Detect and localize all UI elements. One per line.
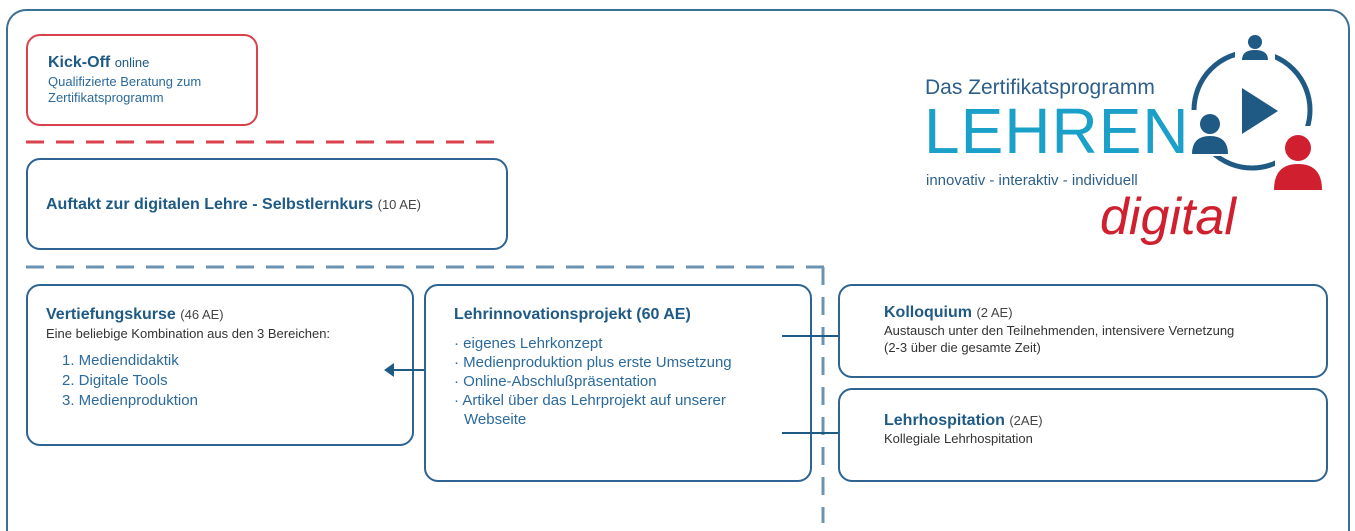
logo-tagline: innovativ - interaktiv - individuell [926, 172, 1138, 189]
vertiefung-box: Vertiefungskurse (46 AE) Eine beliebige … [26, 284, 414, 446]
hospitation-box: Lehrhospitation (2AE) Kollegiale Lehrhos… [838, 388, 1328, 482]
kolloquium-line2: (2-3 über die gesamte Zeit) [884, 340, 1041, 355]
hospitation-title: Lehrhospitation [884, 412, 1005, 429]
kickoff-title: Kick-Off [48, 54, 111, 71]
projekt-item: Artikel über das Lehrprojekt auf unserer [454, 391, 800, 410]
kickoff-mode: online [114, 55, 150, 70]
kolloquium-box: Kolloquium (2 AE) Austausch unter den Te… [838, 284, 1328, 378]
auftakt-box: Auftakt zur digitalen Lehre - Selbstlern… [26, 158, 508, 250]
area-item: 2. Digitale Tools [62, 372, 168, 389]
logo-digital: digital [1100, 188, 1236, 246]
separator-blue-dashed [26, 265, 825, 523]
projekt-title: Lehrinnovationsprojekt (60 AE) [454, 306, 691, 323]
projekt-item-cont: Webseite [464, 411, 527, 428]
kickoff-box: Kick-Off online Qualifizierte Beratung z… [26, 34, 258, 126]
auftakt-units: (10 AE) [377, 197, 421, 212]
outer-frame [6, 9, 1350, 531]
kolloquium-line1: Austausch unter den Teilnehmenden, inten… [884, 323, 1235, 338]
kolloquium-units: (2 AE) [976, 305, 1013, 320]
logo-lehren: LEHREN [924, 95, 1190, 167]
kickoff-line1: Qualifizierte Beratung zum [48, 74, 202, 89]
projekt-item: eigenes Lehrkonzept [454, 334, 800, 353]
logo-heading: Das Zertifikatsprogramm [925, 76, 1155, 99]
vertiefung-title: Vertiefungskurse [46, 306, 176, 323]
separator-red-dashed [26, 140, 506, 144]
hospitation-units: (2AE) [1009, 413, 1043, 428]
projekt-box: Lehrinnovationsprojekt (60 AE) eigenes L… [424, 284, 812, 482]
logo-people-play-icon [1184, 35, 1325, 190]
projekt-item: Medienproduktion plus erste Umsetzung [454, 353, 800, 372]
area-item: 3. Medienproduktion [62, 392, 198, 409]
vertiefung-units: (46 AE) [180, 307, 224, 322]
area-item: 1. Mediendidaktik [62, 352, 179, 369]
auftakt-title: Auftakt zur digitalen Lehre - Selbstlern… [46, 196, 374, 213]
hospitation-line1: Kollegiale Lehrhospitation [884, 431, 1033, 446]
kickoff-line2: Zertifikatsprogramm [48, 90, 164, 105]
vertiefung-desc: Eine beliebige Kombination aus den 3 Ber… [46, 326, 331, 341]
kolloquium-title: Kolloquium [884, 304, 972, 321]
projekt-item: Online-Abschlußpräsentation [454, 372, 800, 391]
